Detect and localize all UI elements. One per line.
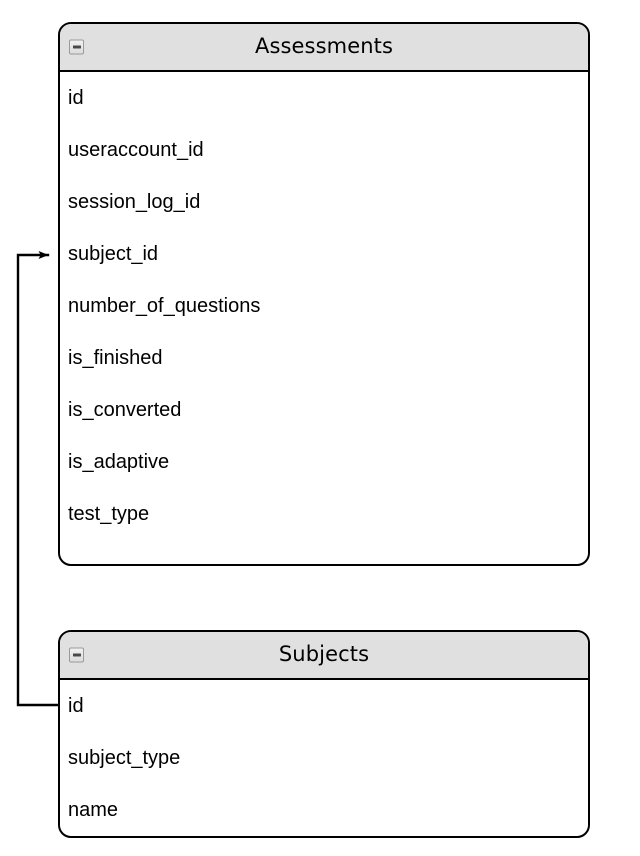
field-row[interactable]: session_log_id — [60, 176, 588, 228]
field-row[interactable]: subject_id — [60, 228, 588, 280]
field-label: is_adaptive — [68, 451, 170, 473]
entity-subjects-title: Subjects — [278, 642, 370, 666]
minus-icon-bar — [72, 653, 81, 657]
field-label: test_type — [68, 503, 150, 525]
field-row[interactable]: number_of_questions — [60, 280, 588, 332]
minus-icon[interactable] — [69, 647, 84, 663]
minus-icon-bar — [72, 45, 81, 49]
minus-icon[interactable] — [69, 39, 84, 55]
field-label: subject_id — [68, 243, 159, 265]
entity-assessments-header[interactable]: Assessments — [60, 24, 588, 72]
field-row[interactable]: useraccount_id — [60, 124, 588, 176]
field-label: subject_type — [68, 747, 181, 769]
field-label: is_converted — [68, 399, 182, 421]
field-label: session_log_id — [68, 191, 201, 213]
field-row[interactable]: is_converted — [60, 384, 588, 436]
entity-assessments[interactable]: Assessments id useraccount_id session_lo… — [58, 22, 590, 566]
field-row[interactable]: is_adaptive — [60, 436, 588, 488]
field-label: name — [68, 799, 119, 821]
entity-subjects[interactable]: Subjects id subject_type name — [58, 630, 590, 838]
entity-assessments-field-list: id useraccount_id session_log_id subject… — [60, 72, 588, 540]
field-label: is_finished — [68, 347, 163, 369]
field-label: number_of_questions — [68, 295, 261, 317]
field-label: id — [68, 87, 84, 109]
field-label: useraccount_id — [68, 139, 204, 161]
field-row[interactable]: id — [60, 680, 588, 732]
relationship-subjects-id-to-assessments-subject-id[interactable] — [16, 251, 60, 707]
field-row[interactable]: id — [60, 72, 588, 124]
entity-subjects-field-list: id subject_type name — [60, 680, 588, 836]
field-label: id — [68, 695, 84, 717]
field-row[interactable]: test_type — [60, 488, 588, 540]
field-row[interactable]: subject_type — [60, 732, 588, 784]
entity-subjects-header[interactable]: Subjects — [60, 632, 588, 680]
field-row[interactable]: name — [60, 784, 588, 836]
entity-assessments-title: Assessments — [254, 34, 393, 58]
field-row[interactable]: is_finished — [60, 332, 588, 384]
